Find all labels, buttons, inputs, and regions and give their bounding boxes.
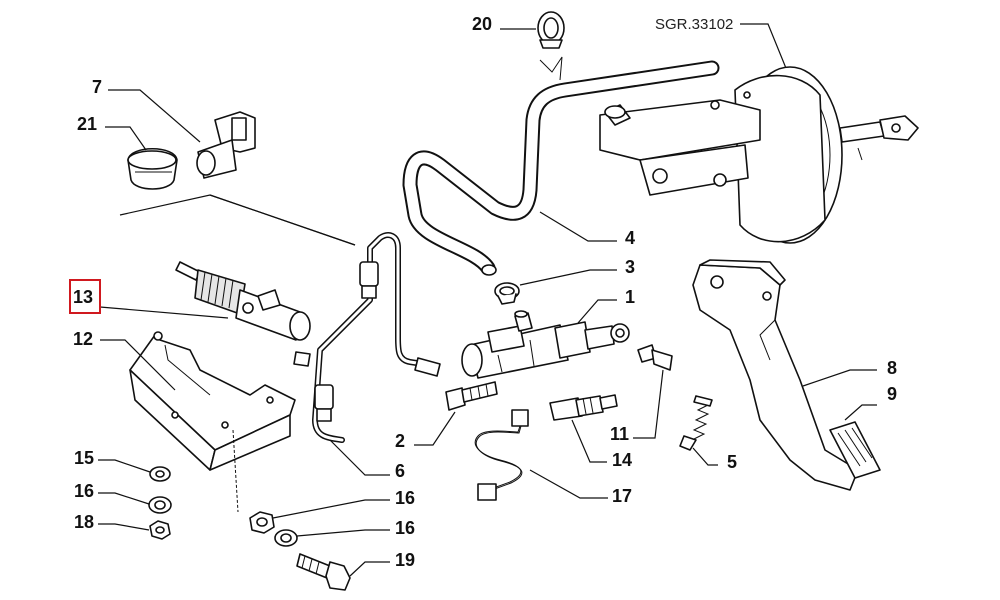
callout-7: 7 bbox=[92, 77, 102, 97]
part-2-bolt[interactable] bbox=[445, 381, 498, 411]
callout-5: 5 bbox=[727, 452, 737, 472]
part-10-bolt[interactable] bbox=[296, 553, 351, 591]
part-5-return-spring[interactable] bbox=[679, 395, 713, 451]
part-16-washer-right[interactable] bbox=[274, 529, 298, 547]
brake-booster-assembly bbox=[599, 66, 919, 244]
callout-2: 2 bbox=[395, 431, 405, 451]
callout-16-right: 16 bbox=[395, 518, 415, 538]
callout-8: 8 bbox=[887, 358, 897, 378]
callout-13-highlight bbox=[69, 279, 101, 314]
callout-4: 4 bbox=[625, 228, 635, 248]
part-3-hose-clamp[interactable] bbox=[494, 282, 520, 305]
part-14-switch[interactable] bbox=[549, 394, 618, 421]
callout-11: 11 bbox=[610, 424, 629, 444]
callout-20: 20 bbox=[472, 14, 492, 34]
part-1-clutch-master-cylinder[interactable] bbox=[461, 310, 630, 379]
callout-13: 13 bbox=[73, 287, 93, 307]
callout-6: 6 bbox=[395, 461, 405, 481]
callout-21: 21 bbox=[77, 114, 97, 134]
part-9-pedal-pad[interactable] bbox=[829, 421, 881, 479]
part-11-pin[interactable] bbox=[637, 344, 673, 371]
part-16-washer-left[interactable] bbox=[148, 496, 172, 514]
callout-18: 18 bbox=[74, 512, 94, 532]
part-12-bracket[interactable] bbox=[129, 331, 296, 471]
part-6-rigid-pipe[interactable] bbox=[293, 232, 441, 443]
callout-1: 1 bbox=[625, 287, 635, 307]
callout-15: 15 bbox=[74, 448, 94, 468]
part-20-grommet[interactable] bbox=[537, 11, 565, 49]
callout-16-left: 16 bbox=[74, 481, 94, 501]
part-21-rubber-cap[interactable] bbox=[127, 148, 178, 190]
part-7-fitting[interactable] bbox=[196, 111, 256, 179]
part-13-slave-cylinder[interactable] bbox=[175, 261, 311, 341]
callout-19: 17 bbox=[612, 486, 632, 506]
callout-3: 3 bbox=[625, 257, 635, 277]
part-18-nut[interactable] bbox=[149, 520, 171, 540]
part-8-pedal[interactable] bbox=[692, 259, 859, 491]
callout-10: 19 bbox=[395, 550, 415, 570]
callout-9: 9 bbox=[887, 384, 897, 404]
part-19-wiring-harness[interactable] bbox=[474, 409, 529, 501]
callout-14: 14 bbox=[612, 450, 632, 470]
callout-17: 16 bbox=[395, 488, 415, 508]
part-17-nut[interactable] bbox=[249, 511, 275, 534]
callout-12: 12 bbox=[73, 329, 93, 349]
reference-code: SGR.33102 bbox=[655, 16, 733, 33]
part-4-fluid-hose[interactable] bbox=[402, 60, 720, 276]
part-15-washer[interactable] bbox=[149, 466, 171, 482]
